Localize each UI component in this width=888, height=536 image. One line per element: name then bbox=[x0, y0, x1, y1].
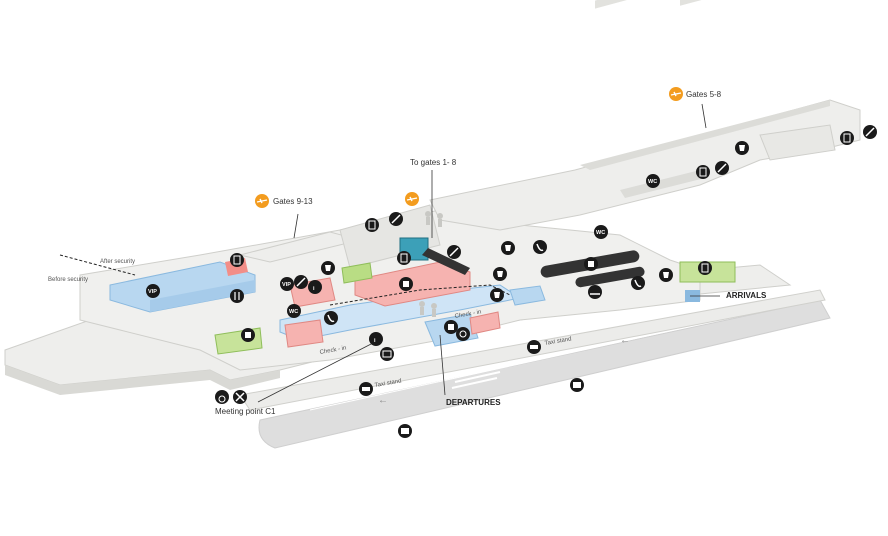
meeting-icon bbox=[233, 390, 247, 404]
lift-icon bbox=[840, 131, 854, 145]
svg-text:i: i bbox=[313, 286, 315, 292]
lift-icon bbox=[397, 251, 411, 265]
taxi-icon bbox=[359, 382, 373, 396]
label-check-in-1: Check - in bbox=[319, 345, 347, 356]
plane-icon-gates-5-8 bbox=[669, 87, 683, 101]
shop-icon bbox=[501, 241, 515, 255]
vip-icon: VIP bbox=[280, 277, 294, 291]
luggage-icon bbox=[584, 257, 598, 271]
vip-icon: VIP bbox=[146, 284, 160, 298]
svg-text:WC: WC bbox=[596, 230, 605, 236]
food-icon bbox=[230, 289, 244, 303]
lift-icon bbox=[230, 253, 244, 267]
svg-text:WC: WC bbox=[648, 179, 657, 185]
bus-icon bbox=[570, 378, 584, 392]
label-check-in-2: Check - in bbox=[454, 309, 482, 320]
label-departures: DEPARTURES bbox=[446, 398, 501, 407]
svg-text:VIP: VIP bbox=[282, 282, 291, 288]
svg-text:VIP: VIP bbox=[148, 289, 157, 295]
mail-icon bbox=[380, 347, 394, 361]
luggage-icon bbox=[241, 328, 255, 342]
accessible-icon bbox=[215, 390, 229, 404]
label-taxi-stand-1: Taxi stand bbox=[544, 336, 572, 347]
shop-icon bbox=[321, 261, 335, 275]
luggage-icon bbox=[399, 277, 413, 291]
baggage-claim-icon bbox=[588, 285, 602, 299]
wc-icon: WC bbox=[287, 304, 301, 318]
phone-icon bbox=[324, 311, 338, 325]
label-gates-9-13: Gates 9-13 bbox=[273, 197, 313, 206]
plane-icon-gates-9-13 bbox=[255, 194, 269, 208]
escalator-icon bbox=[863, 125, 877, 139]
meeting-icon bbox=[456, 327, 470, 341]
label-before-security: Before security bbox=[48, 277, 88, 283]
svg-text:WC: WC bbox=[289, 309, 298, 315]
info-icon: i bbox=[369, 332, 383, 346]
label-meeting-point: Meeting point C1 bbox=[215, 407, 276, 416]
bus-icon bbox=[398, 424, 412, 438]
escalator-icon bbox=[447, 245, 461, 259]
escalator-icon bbox=[294, 275, 308, 289]
phone-icon bbox=[533, 240, 547, 254]
info-icon: i bbox=[308, 280, 322, 294]
shop-icon bbox=[490, 288, 504, 302]
pier-gate-blocks bbox=[595, 0, 740, 9]
shop-icon bbox=[493, 267, 507, 281]
wc-icon: WC bbox=[594, 225, 608, 239]
shop-icon bbox=[659, 268, 673, 282]
label-arrivals: ARRIVALS bbox=[726, 291, 767, 300]
pier-gates-5-8 bbox=[429, 99, 861, 231]
wc-icon: WC bbox=[646, 174, 660, 188]
svg-text:i: i bbox=[374, 338, 376, 344]
luggage-icon bbox=[444, 320, 458, 334]
label-after-security: After security bbox=[100, 259, 135, 265]
label-taxi-stand-2: Taxi stand bbox=[374, 378, 402, 389]
lift-icon bbox=[365, 218, 379, 232]
plane-icon-to-gates bbox=[405, 192, 419, 206]
phone-icon bbox=[631, 276, 645, 290]
leader-lines bbox=[257, 103, 720, 403]
person-figures bbox=[419, 211, 443, 317]
road-arrow-left: ← bbox=[378, 395, 388, 406]
shop-icon bbox=[735, 141, 749, 155]
escalator-icon bbox=[715, 161, 729, 175]
label-to-gates: To gates 1- 8 bbox=[410, 158, 457, 167]
lift-icon bbox=[698, 261, 712, 275]
taxi-icon bbox=[527, 340, 541, 354]
road-arrow-right: ← bbox=[620, 335, 630, 346]
lift-icon bbox=[696, 165, 710, 179]
label-gates-5-8: Gates 5-8 bbox=[686, 90, 722, 99]
escalator-icon bbox=[389, 212, 403, 226]
